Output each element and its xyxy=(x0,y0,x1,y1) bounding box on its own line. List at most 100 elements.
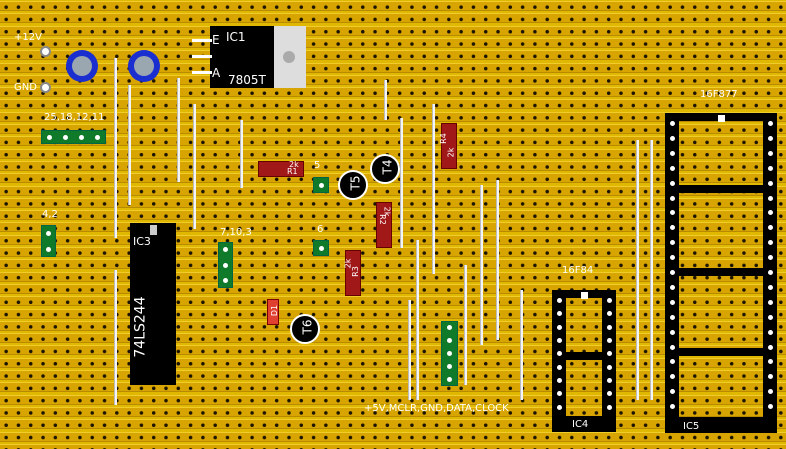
header-top xyxy=(41,130,106,144)
label-pic-large: 16F877 xyxy=(700,89,738,100)
label-header-top: 25,18,12,11 xyxy=(44,112,105,123)
wire-link xyxy=(636,140,639,400)
socket-hole xyxy=(554,389,564,399)
wire-link xyxy=(650,140,653,400)
socket-hole xyxy=(765,282,775,292)
socket-hole xyxy=(667,193,677,203)
capacitor-1 xyxy=(66,50,98,82)
socket-hole xyxy=(667,119,677,128)
capacitor-2 xyxy=(128,50,160,82)
socket-hole xyxy=(667,372,677,382)
label-gnd: GND xyxy=(14,82,37,93)
socket-hole xyxy=(604,389,614,399)
socket-hole xyxy=(554,362,564,372)
socket-hole xyxy=(765,312,775,322)
socket-hole xyxy=(667,312,677,322)
header-pin xyxy=(223,262,228,268)
header-pin xyxy=(46,134,52,140)
r4-name: R4 xyxy=(438,133,448,144)
socket-hole xyxy=(667,223,677,233)
transistor-t4: T4 xyxy=(370,154,400,184)
resistor-r2: R2 2k xyxy=(376,202,392,248)
socket-hole xyxy=(604,296,614,305)
r3-value: 2k xyxy=(343,258,353,269)
socket-hole xyxy=(765,402,775,412)
wire-link xyxy=(128,85,131,205)
ic4-name: IC4 xyxy=(572,419,589,430)
socket-hole xyxy=(604,376,614,385)
socket-frame xyxy=(665,417,777,433)
header-pin xyxy=(46,230,51,236)
ic3-buffer: IC3 74LS244 xyxy=(130,223,176,385)
wire-link xyxy=(520,290,523,400)
socket-hole xyxy=(765,253,775,263)
socket-hole xyxy=(667,133,677,143)
t5-name: T5 xyxy=(348,175,363,191)
transistor-t6: T6 xyxy=(290,314,320,344)
t6-name: T6 xyxy=(300,319,315,335)
socket-bar xyxy=(665,185,777,193)
socket-hole xyxy=(765,238,775,248)
socket-bar xyxy=(552,352,616,360)
label-12v: +12V xyxy=(14,32,42,43)
label-prog-header: +5V,MCLR,GND,DATA,CLOCK xyxy=(364,403,509,414)
socket-hole xyxy=(554,402,564,412)
ic1-pin-a: A xyxy=(212,66,221,80)
socket-hole xyxy=(765,387,775,397)
socket-hole xyxy=(667,342,677,352)
socket-hole xyxy=(554,296,564,305)
header-pin xyxy=(95,134,101,140)
label-pic-small: 16F84 xyxy=(562,265,594,276)
wire-link xyxy=(400,118,403,248)
socket-hole xyxy=(554,349,564,359)
wire-link xyxy=(432,104,435,274)
header-pin xyxy=(318,182,324,188)
header-pin xyxy=(447,338,452,343)
socket-hole xyxy=(765,223,775,233)
wire-link xyxy=(480,185,483,345)
header-pin xyxy=(447,364,452,369)
socket-hole xyxy=(765,327,775,337)
socket-hole xyxy=(765,163,775,173)
socket-hole xyxy=(667,387,677,397)
socket-notch xyxy=(717,115,725,122)
ic1-regulator: IC1 7805T xyxy=(210,26,306,88)
header-pin xyxy=(223,247,228,253)
label-pin5: 5 xyxy=(314,160,321,171)
socket-hole xyxy=(667,178,677,188)
label-header-left: 4,2 xyxy=(42,209,58,220)
header-pin xyxy=(447,325,452,330)
socket-hole xyxy=(765,133,775,143)
wire-link xyxy=(416,240,419,400)
header-left xyxy=(41,225,56,257)
socket-hole xyxy=(765,297,775,307)
socket-hole xyxy=(554,309,564,319)
r1-value: 2k xyxy=(289,160,299,169)
socket-hole xyxy=(667,148,677,158)
socket-hole xyxy=(604,349,614,359)
ic1-part: 7805T xyxy=(228,73,266,87)
socket-hole xyxy=(765,208,775,218)
socket-hole xyxy=(667,297,677,307)
socket-bar xyxy=(665,348,777,356)
socket-hole xyxy=(765,268,775,277)
t4-name: T4 xyxy=(380,159,395,175)
socket-hole xyxy=(554,322,564,332)
r1-name: R1 xyxy=(287,167,298,176)
socket-hole xyxy=(667,268,677,277)
r2-value: 2k xyxy=(382,206,392,217)
socket-notch xyxy=(580,292,588,299)
socket-hole xyxy=(604,309,614,319)
socket-hole xyxy=(765,178,775,188)
socket-bar xyxy=(665,268,777,276)
wire-link xyxy=(114,58,117,238)
wire-link xyxy=(408,300,411,400)
header-pin xyxy=(223,277,228,283)
socket-hole xyxy=(667,253,677,263)
socket-hole xyxy=(667,327,677,337)
ic1-name: IC1 xyxy=(226,30,246,44)
wire-link xyxy=(464,265,467,385)
socket-hole xyxy=(765,372,775,382)
terminal-12v xyxy=(40,46,51,57)
header-pin xyxy=(318,245,324,251)
